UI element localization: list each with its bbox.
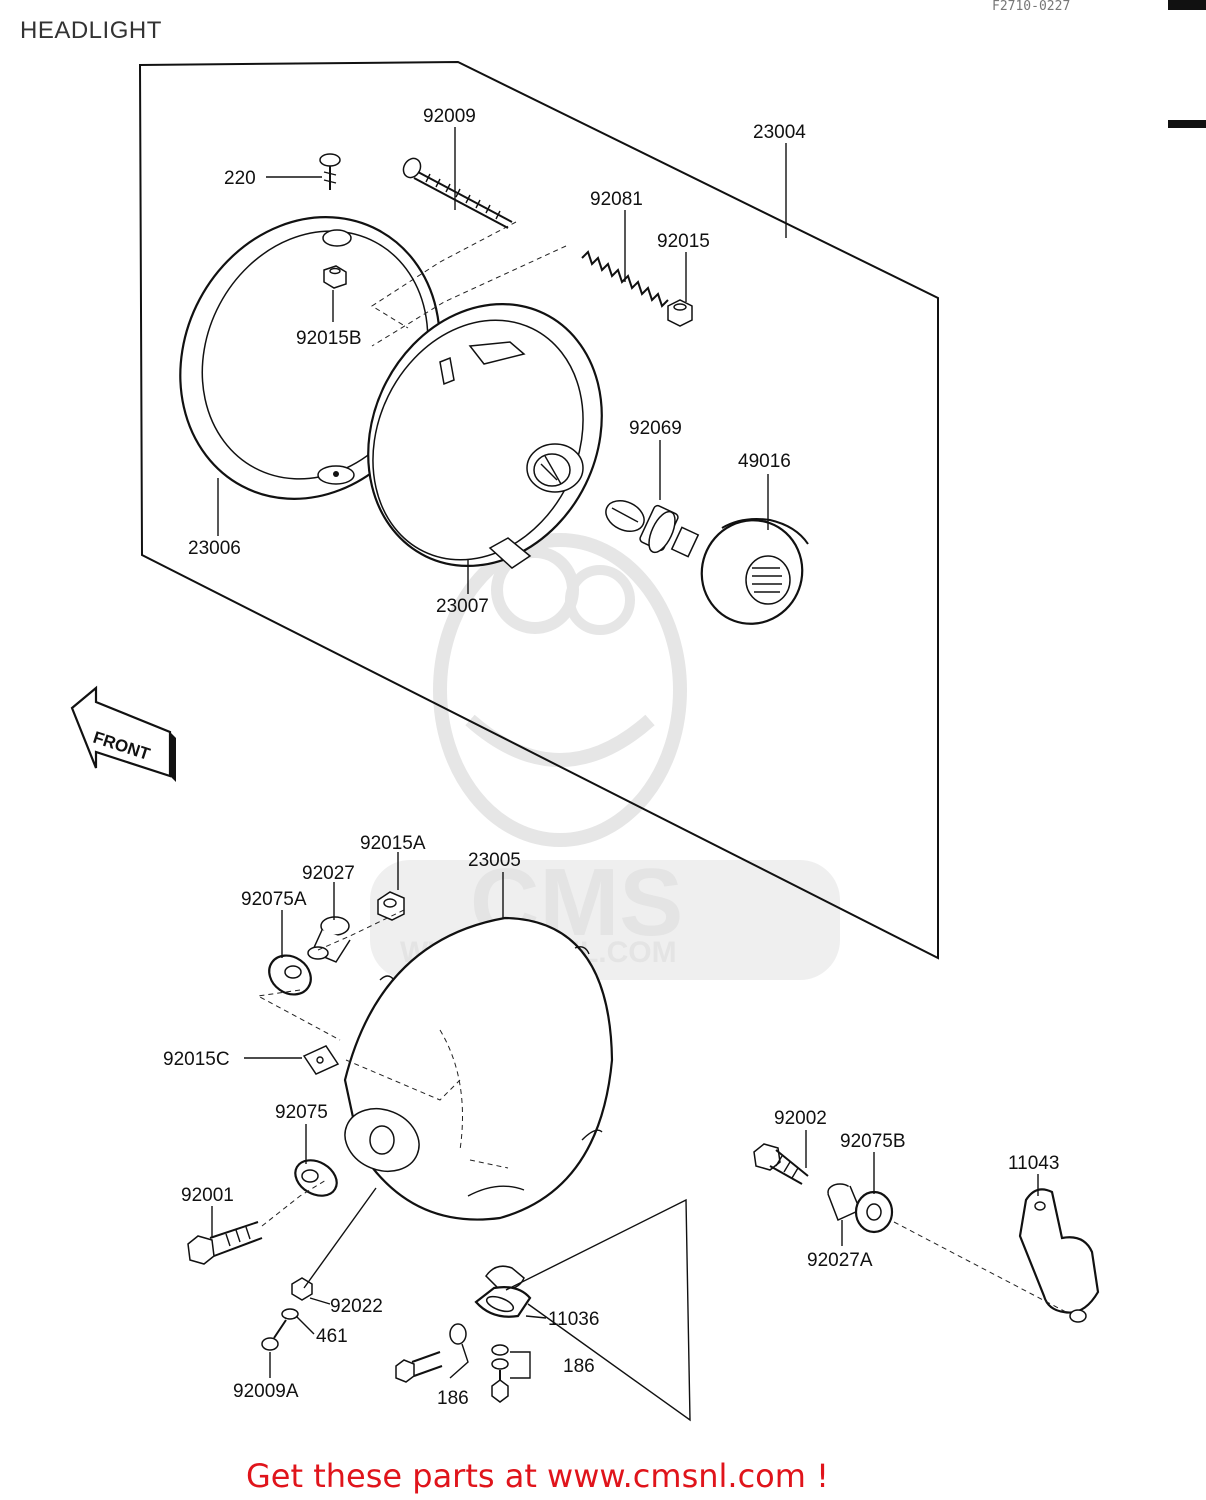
nut-92015C: [302, 1045, 340, 1075]
adjusting-bolt-92009: [402, 157, 513, 229]
callout-92075A: 92075A: [241, 889, 307, 910]
callout-92015: 92015: [657, 231, 710, 252]
collar-92027A: [827, 1183, 861, 1222]
grommet-92075B: [854, 1190, 894, 1234]
assembly-guide-lines: [256, 221, 1067, 1422]
callout-92015C: 92015C: [163, 1049, 230, 1070]
cms-shop-link[interactable]: Get these parts at www.cmsnl.com !: [246, 1457, 829, 1495]
callout-92009A: 92009A: [233, 1381, 299, 1402]
bolt-186-right: [491, 1344, 509, 1403]
callout-23005: 23005: [468, 850, 521, 871]
callout-23006: 23006: [188, 538, 241, 559]
front-direction-arrow: FRONT: [70, 685, 176, 782]
bracket-11043: [1018, 1188, 1100, 1323]
bolt-92001: [187, 1221, 263, 1265]
bracket-11036: [474, 1265, 532, 1318]
callout-92075B: 92075B: [840, 1131, 906, 1152]
callout-92027: 92027: [302, 863, 355, 884]
callout-92075: 92075: [275, 1102, 328, 1123]
edge-mark-top: [1168, 0, 1206, 10]
callout-461: 461: [316, 1326, 348, 1347]
grommet-92075A: [268, 954, 312, 996]
headlight-unit-23007: [367, 303, 603, 569]
nut-92015: [667, 299, 693, 327]
page-title: HEADLIGHT: [20, 17, 162, 44]
bolt-92002: [753, 1143, 809, 1185]
screw-92009A: [261, 1319, 287, 1351]
grommet-92075: [294, 1159, 338, 1197]
washer-461: [281, 1308, 299, 1320]
callout-23007: 23007: [436, 596, 489, 617]
bolt-186-left: [395, 1323, 467, 1383]
headlight-body-23005: [343, 916, 614, 1221]
callout-220: 220: [224, 168, 256, 189]
callout-11036: 11036: [548, 1309, 599, 1330]
diagram-reference-code: F2710-0227: [992, 0, 1070, 14]
callout-186-right: 186: [563, 1356, 595, 1377]
part-callouts: 92009 23004 220 92081 92015 92015B 92069…: [163, 106, 1059, 1409]
callout-92022: 92022: [330, 1296, 383, 1317]
callout-92015A: 92015A: [360, 833, 426, 854]
callout-92027A: 92027A: [807, 1250, 873, 1271]
collar-92027: [307, 916, 351, 963]
edge-mark-side: [1168, 120, 1206, 128]
nut-92015B: [323, 265, 347, 289]
nut-92015A: [377, 891, 405, 921]
callout-49016: 49016: [738, 451, 791, 472]
callout-92015B: 92015B: [296, 328, 362, 349]
callout-11043: 11043: [1008, 1153, 1059, 1174]
callout-92069: 92069: [629, 418, 682, 439]
callout-92081: 92081: [590, 189, 643, 210]
callout-92001: 92001: [181, 1185, 234, 1206]
headlight-assembly-outline: [138, 60, 939, 960]
callout-92002: 92002: [774, 1108, 827, 1129]
callout-92009: 92009: [423, 106, 476, 127]
headlight-bulb-92069: [605, 500, 700, 558]
callout-186-left: 186: [437, 1388, 469, 1409]
leader-lines: [211, 127, 1039, 1379]
callout-23004: 23004: [753, 122, 806, 143]
screw-220: [319, 153, 341, 190]
dust-cover-49016: [700, 518, 809, 625]
